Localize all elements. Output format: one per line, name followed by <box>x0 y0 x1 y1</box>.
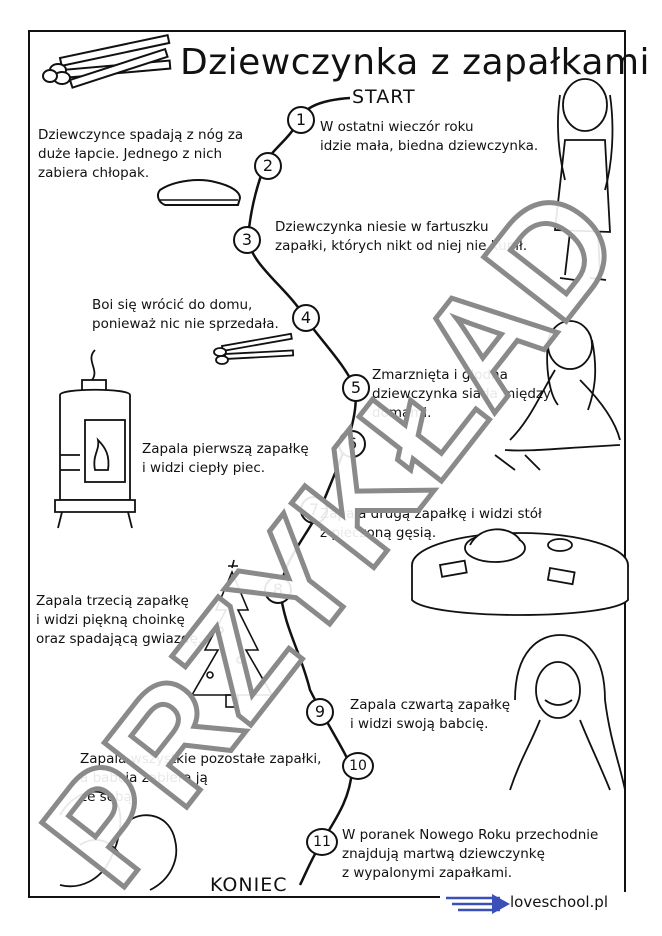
step-text: Zapala pierwszą zapałkę i widzi ciepły p… <box>142 441 309 476</box>
step-number: 1 <box>287 106 315 134</box>
grandma-illustration <box>509 634 626 791</box>
stove-illustration <box>54 349 136 529</box>
site-name: loveschool.pl <box>510 893 608 911</box>
step-number: 5 <box>342 374 370 402</box>
step-number: 7 <box>300 496 328 524</box>
shoe-icon <box>156 179 242 206</box>
step-number: 10 <box>342 752 374 780</box>
step-text: Zapala wszystkie pozostałe zapałki, a ba… <box>80 751 322 805</box>
table-illustration <box>411 528 629 616</box>
step-number: 6 <box>338 430 366 458</box>
small-matches-icon <box>213 332 295 365</box>
worksheet-frame <box>28 30 626 898</box>
christmas-tree-illustration <box>190 559 274 708</box>
step-text: Boi się wrócić do domu, ponieważ nic nie… <box>92 297 279 332</box>
step-text: Dziewczynka niesie w fartuszku zapałki, … <box>275 219 528 254</box>
watermark-text: PRZYKŁAD <box>10 159 653 916</box>
step-number: 11 <box>306 828 338 856</box>
matches-icon <box>42 33 172 89</box>
page-title: Dziewczynka z zapałkami <box>180 42 651 83</box>
step-text: Dziewczynce spadają z nóg za duże łapcie… <box>38 127 244 181</box>
sitting-girl-illustration <box>494 320 621 471</box>
step-number: 8 <box>264 576 292 604</box>
step-number: 9 <box>306 698 334 726</box>
step-text: W ostatni wieczór roku idzie mała, biedn… <box>320 119 539 154</box>
step-text: W poranek Nowego Roku przechodnie znajdu… <box>342 827 599 881</box>
step-text: Zapala trzecią zapałkę i widzi piękną ch… <box>36 593 203 647</box>
step-text: Zmarznięta i głodna dziewczynka siada mi… <box>372 367 551 421</box>
girl-illustration <box>553 78 614 281</box>
end-label: KONIEC <box>210 874 288 896</box>
grandma-hug-illustration <box>59 790 178 891</box>
step-text: Zapala czwartą zapałkę i widzi swoją bab… <box>350 697 511 732</box>
step-number: 3 <box>233 226 261 254</box>
step-number: 2 <box>254 152 282 180</box>
start-label: START <box>352 86 416 108</box>
step-number: 4 <box>292 304 320 332</box>
step-text: Zapala drugą zapałkę i widzi stół z piec… <box>320 506 542 541</box>
